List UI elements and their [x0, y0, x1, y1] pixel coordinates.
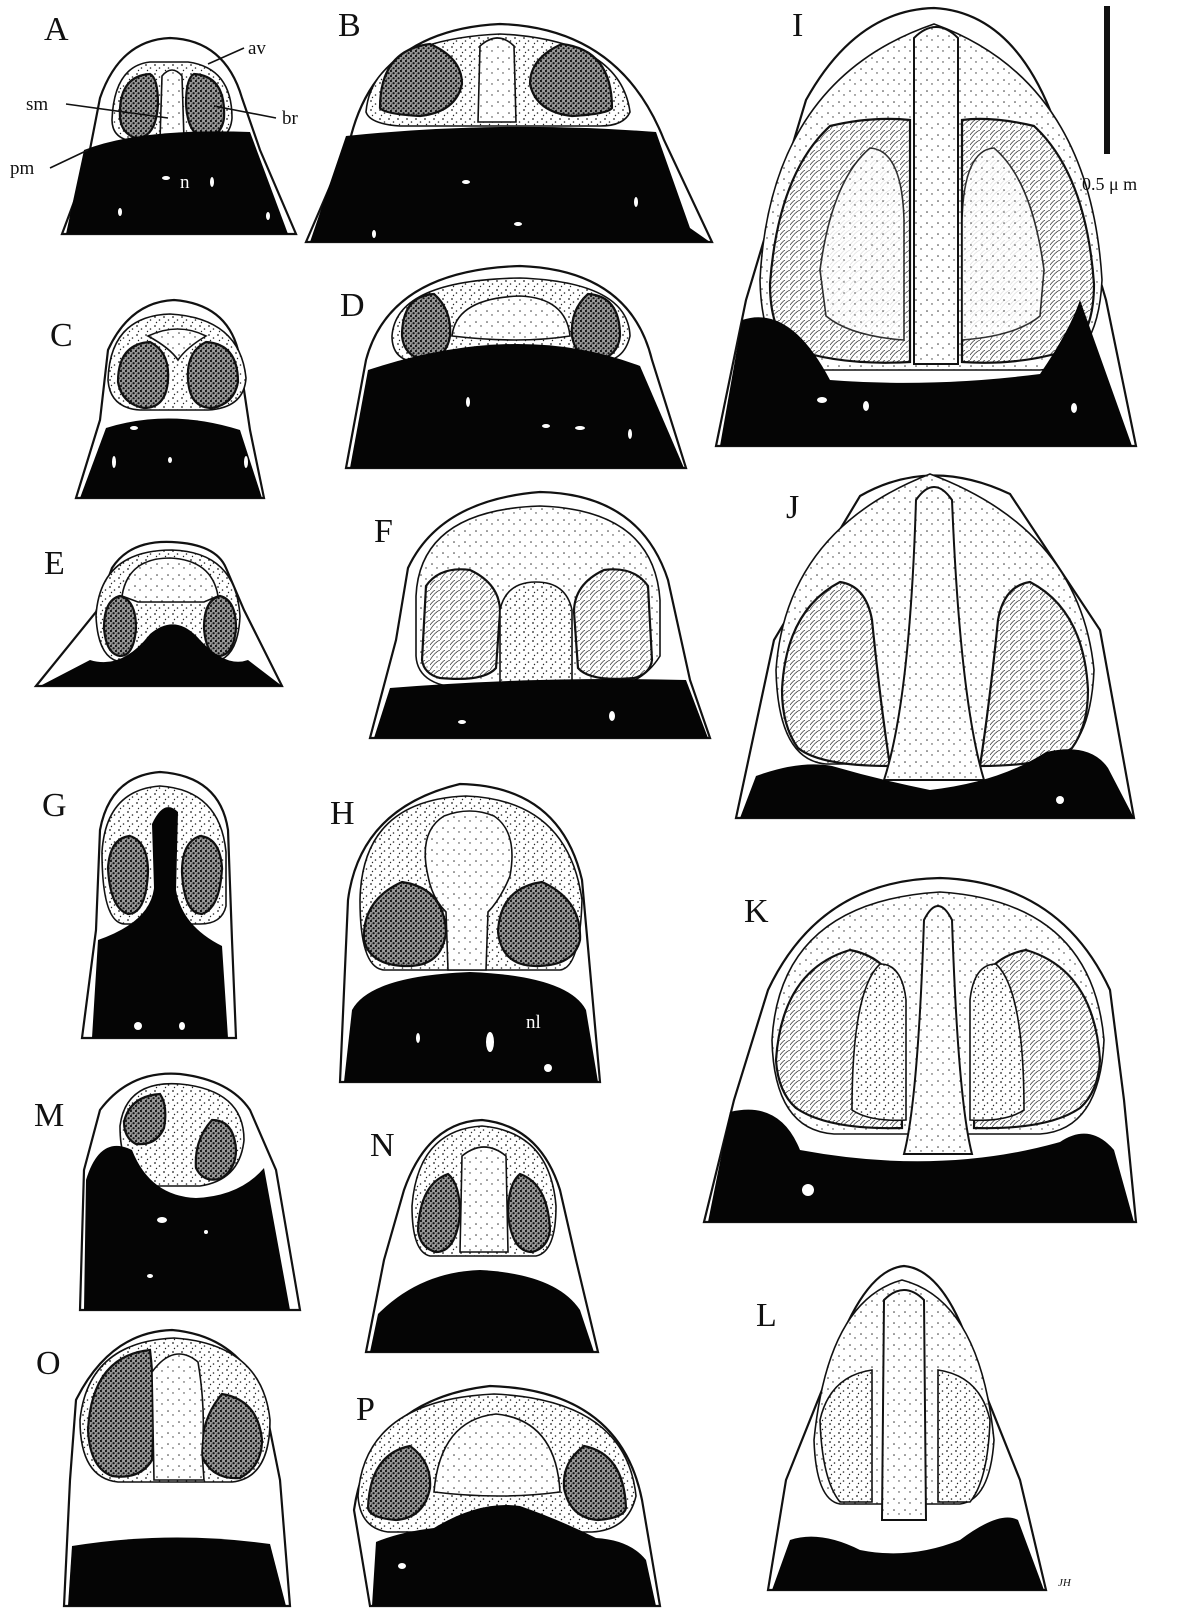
- panel-letter-M: M: [34, 1097, 64, 1134]
- panel-letter-F: F: [374, 513, 393, 550]
- panel-D: D: [340, 266, 686, 468]
- panel-P: P: [354, 1386, 660, 1606]
- panel-F: F: [370, 492, 710, 738]
- panel-N: N: [366, 1120, 598, 1352]
- panel-H: H nl: [330, 784, 600, 1082]
- panel-A: A av sm br pm n: [10, 11, 299, 234]
- panel-letter-E: E: [44, 545, 65, 582]
- panel-letter-G: G: [42, 787, 67, 824]
- signature-JH: JH: [1058, 1577, 1072, 1589]
- panel-letter-B: B: [338, 7, 361, 44]
- panel-G: G: [42, 772, 236, 1038]
- panel-letter-A: A: [44, 11, 69, 48]
- panel-L: L JH: [756, 1266, 1072, 1590]
- panel-letter-I: I: [792, 7, 803, 44]
- label-sm: sm: [26, 94, 48, 115]
- panel-J: J: [736, 474, 1134, 818]
- panel-I: I: [716, 7, 1136, 446]
- panel-C: C: [50, 300, 264, 498]
- panel-letter-H: H: [330, 795, 355, 832]
- label-pm: pm: [10, 158, 35, 179]
- panel-K: K: [704, 878, 1136, 1222]
- label-nl: nl: [526, 1012, 541, 1033]
- panel-letter-D: D: [340, 287, 365, 324]
- scale-bar-label: 0.5 μ m: [1082, 174, 1137, 194]
- panel-letter-O: O: [36, 1345, 61, 1382]
- panel-letter-P: P: [356, 1391, 375, 1428]
- panel-letter-J: J: [786, 489, 799, 526]
- panel-letter-L: L: [756, 1297, 777, 1334]
- label-av: av: [248, 38, 266, 59]
- panel-B: B: [306, 7, 712, 242]
- panel-letter-N: N: [370, 1127, 395, 1164]
- panel-E: E: [36, 542, 282, 686]
- scale-bar: 0.5 μ m: [1082, 6, 1137, 194]
- panel-letter-K: K: [744, 893, 769, 930]
- label-n: n: [180, 172, 190, 193]
- panel-M: M: [34, 1074, 300, 1310]
- label-br: br: [282, 108, 299, 129]
- panel-O: O: [36, 1330, 290, 1606]
- panel-letter-C: C: [50, 317, 73, 354]
